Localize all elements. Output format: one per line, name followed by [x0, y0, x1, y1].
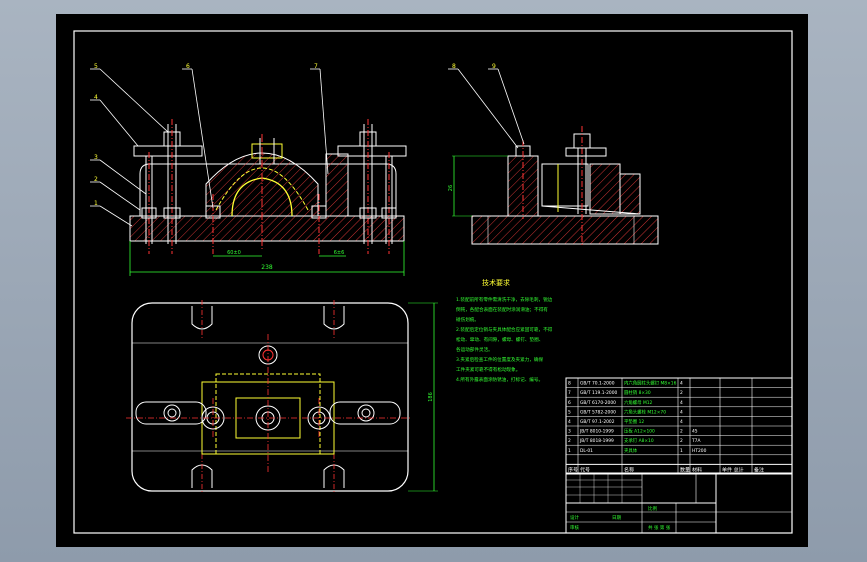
balloon-3: 3 [94, 154, 98, 161]
bom-cell: 4 [680, 419, 683, 425]
bom-header-cell: 数量 [680, 466, 690, 473]
balloon-9: 9 [492, 63, 496, 70]
tech-note-line: 倒钝，各配合表面在装配时涂润滑油；不得有 [456, 306, 548, 313]
support-block [325, 153, 349, 217]
balloon-8: 8 [452, 63, 456, 70]
side-view: 26 8 9 [448, 63, 659, 246]
balloon-4: 4 [94, 94, 98, 101]
bom-cell: GB/T 70.1-2000 [580, 381, 615, 387]
bom-cell: GB/T 97.1-2002 [580, 419, 615, 425]
bom-cell: 圆柱销 8×30 [624, 389, 651, 396]
workpiece-plan-outline [201, 381, 335, 455]
tech-note-line: 碰伤划痕。 [456, 316, 479, 323]
bom-cell: 六角头螺栓 M12×70 [624, 408, 666, 415]
technical-requirements: 技术要求 1.装配前所有零件需清洗干净，去除毛刺，锐边 倒钝，各配合表面在装配时… [456, 278, 553, 383]
bom-cell: 夹具体 [624, 447, 638, 454]
bom-cell: 5 [568, 409, 571, 415]
tech-note-line: 4.所有外露表面涂防锈油，打标记、编号。 [456, 376, 543, 383]
dim-plan-height-label: 186 [428, 392, 434, 402]
balloon-6: 6 [186, 63, 190, 70]
drawing-sheet: 238 60±0 6±6 5 4 3 2 1 6 7 [56, 14, 808, 547]
dim-bottom-left-label: 60±0 [227, 250, 241, 256]
base-plate [129, 215, 405, 242]
bom-cell: 4 [568, 419, 571, 425]
check-label: 审核 [570, 524, 579, 531]
bom-header-cell: 材料 [692, 466, 702, 473]
bom-cell: 7 [568, 390, 571, 396]
bom-cell: 4 [680, 400, 683, 406]
bom-cell: 4 [680, 381, 683, 387]
bom-header-cell: 备注 [754, 466, 764, 473]
balloon-2: 2 [94, 176, 98, 183]
bom-cell: 2 [568, 438, 571, 444]
side-base [471, 215, 659, 245]
tech-note-line: 1.装配前所有零件需清洗干净，去除毛刺，锐边 [456, 296, 553, 303]
plan-view: 186 [126, 300, 438, 494]
bom-cell: GB/T 5782-2000 [580, 409, 616, 415]
tech-note-line: 2.装配后定位销与夹具体配合应紧固可靠，不得 [456, 326, 553, 333]
tech-note-line: 3.夹紧后检查工件的位置度及夹紧力，确保 [456, 356, 543, 363]
dim-side-height-label: 26 [448, 185, 454, 191]
drawing-border [73, 30, 793, 534]
bom-cell: 平垫圈 12 [624, 418, 644, 425]
scale-label: 比例 [648, 505, 657, 512]
tech-note-line: 各运动部件灵活。 [456, 346, 493, 353]
plan-outline [131, 302, 409, 492]
bom-cell: 2 [680, 390, 683, 396]
bom-cell: 4 [680, 409, 683, 415]
date-label: 日期 [612, 515, 621, 521]
tech-note-line: 松动、窜动、有间隙，螺母、螺钉、垫圈、 [456, 336, 543, 343]
bom-cell: T7A [691, 438, 700, 444]
bom-cell: 2 [680, 438, 683, 444]
bom-cell: HT200 [692, 448, 707, 454]
bom-cell: 6 [568, 400, 571, 406]
balloon-5: 5 [94, 63, 98, 70]
design-label: 设计 [570, 514, 579, 521]
dim-overall-width-label: 238 [261, 264, 273, 271]
bom-header-cell: 序号 [568, 466, 578, 473]
bom-cell: 六角螺母 M12 [624, 399, 653, 406]
bom-cell: GB/T 6170-2000 [580, 400, 616, 406]
bom-cell: 2 [680, 429, 683, 435]
balloon-7: 7 [314, 63, 318, 70]
bom-cell: GB/T 119.1-2000 [580, 390, 618, 396]
bom-cell: 支承钉 A8×10 [624, 437, 654, 444]
balloon-1: 1 [94, 200, 98, 207]
bom-cell: DL-01 [580, 448, 593, 454]
dim-bottom-right-label: 6±6 [334, 250, 345, 256]
bom-cell: 压板 A12×100 [624, 428, 655, 435]
bom-cell: 3 [568, 429, 571, 435]
bom-header-cell: 代号 [580, 466, 590, 473]
tech-note-line: 工件夹紧可靠不得有松动现象。 [456, 366, 520, 373]
title-block: 设计 审核 日期 比例 共 张 第 张 [565, 472, 793, 534]
bom-header-cell: 名称 [624, 466, 634, 473]
tech-title: 技术要求 [482, 278, 510, 287]
sheet-label: 共 张 第 张 [648, 524, 671, 531]
cad-drawing: 238 60±0 6±6 5 4 3 2 1 6 7 [73, 30, 793, 534]
bom-cell: 1 [568, 448, 571, 454]
bom-cell: 1 [680, 448, 683, 454]
bom-cell: JB/T 8010-1999 [579, 429, 614, 435]
front-view: 238 60±0 6±6 5 4 3 2 1 6 7 [90, 63, 407, 276]
bom-header-cell: 单件 总计 [722, 466, 744, 473]
top-cap [251, 143, 283, 159]
bom-cell: 8 [568, 381, 571, 387]
bom-cell: JB/T 8018-1999 [579, 438, 614, 444]
bom-cell: 45 [692, 429, 698, 435]
bom-cell: 内六角圆柱头螺钉 M8×16 [624, 380, 677, 387]
